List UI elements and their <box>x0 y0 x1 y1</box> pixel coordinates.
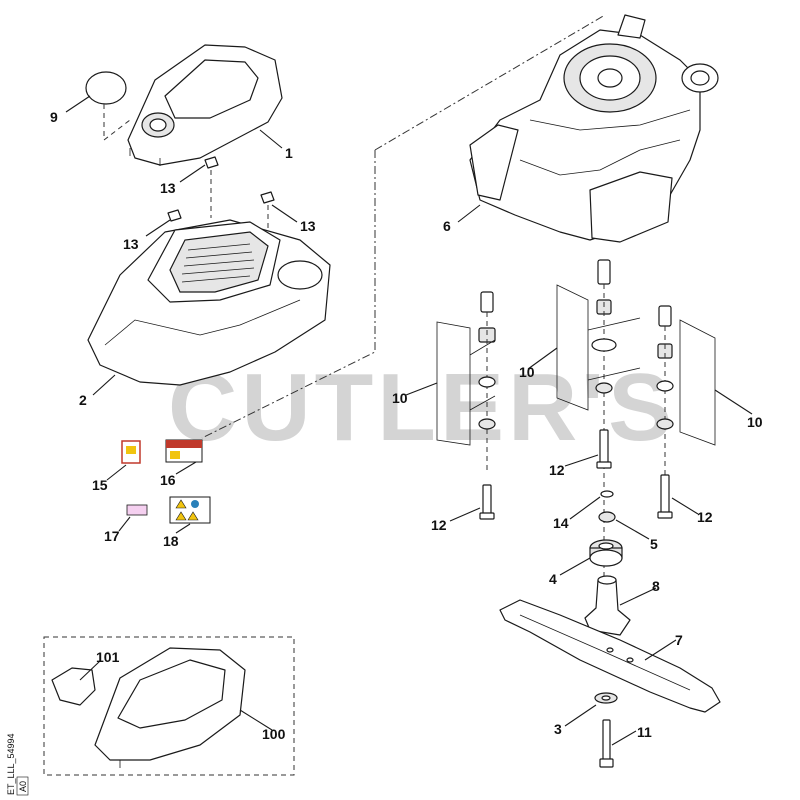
callout-13-top: 13 <box>160 180 176 196</box>
callout-13-right: 13 <box>300 218 316 234</box>
part-13-nut-top <box>204 156 219 218</box>
document-id: ET_LLL_54994 A0 <box>6 733 29 796</box>
callout-10-center: 10 <box>519 364 535 380</box>
callout-2: 2 <box>79 392 87 408</box>
assembly-line-engine <box>201 150 376 439</box>
callout-1: 1 <box>285 145 293 161</box>
callout-14: 14 <box>553 515 569 531</box>
part-17-small-label <box>126 504 148 516</box>
part-9-cap <box>85 71 127 140</box>
callout-10-left: 10 <box>392 390 408 406</box>
document-revision: A0 <box>18 781 28 792</box>
part-3-washer <box>594 692 618 704</box>
part-2-housing <box>87 219 331 386</box>
part-15-warning-label <box>121 440 141 464</box>
part-8-blade-adapter <box>584 575 631 636</box>
callout-16: 16 <box>160 472 176 488</box>
part-12-bolt-left <box>479 484 495 520</box>
part-12-bolt-center <box>596 429 612 469</box>
callout-5: 5 <box>650 536 658 552</box>
part-7-blade <box>499 599 721 713</box>
callout-13-left: 13 <box>123 236 139 252</box>
part-13-nut-left <box>167 209 182 222</box>
callout-12-center: 12 <box>549 462 565 478</box>
callout-101: 101 <box>96 649 120 665</box>
callout-4: 4 <box>549 571 557 587</box>
part-4-hub <box>589 539 623 567</box>
callout-12-right: 12 <box>697 509 713 525</box>
part-1-top-cover <box>127 44 283 166</box>
leader-lines <box>65 95 753 746</box>
part-10-bolt-set-right <box>656 305 716 500</box>
callout-11: 11 <box>637 724 652 740</box>
callout-15: 15 <box>92 477 108 493</box>
document-id-code: ET_LLL_54994 <box>6 733 16 795</box>
part-5-spacer <box>598 511 616 523</box>
callout-12-left: 12 <box>431 517 447 533</box>
callout-18: 18 <box>163 533 179 549</box>
callout-10-right: 10 <box>747 414 763 430</box>
part-14-washer <box>600 490 614 498</box>
callout-100: 100 <box>262 726 286 742</box>
part-100-cover <box>94 647 246 768</box>
callout-9: 9 <box>50 109 58 125</box>
callout-3: 3 <box>554 721 562 737</box>
part-101-cap <box>51 667 96 706</box>
part-18-safety-label <box>169 496 211 524</box>
callout-labels: 9 1 13 13 13 2 15 16 17 18 101 100 6 10 … <box>50 109 763 742</box>
callout-17: 17 <box>104 528 120 544</box>
part-11-blade-bolt <box>599 719 614 768</box>
part-6-engine <box>469 14 719 243</box>
part-10-bolt-set-left <box>436 291 496 470</box>
callout-7: 7 <box>675 632 683 648</box>
part-16-warning-label <box>165 439 203 463</box>
callout-8: 8 <box>652 578 660 594</box>
callout-6: 6 <box>443 218 451 234</box>
part-12-bolt-right <box>657 474 673 519</box>
optional-kit-frame <box>43 636 295 776</box>
